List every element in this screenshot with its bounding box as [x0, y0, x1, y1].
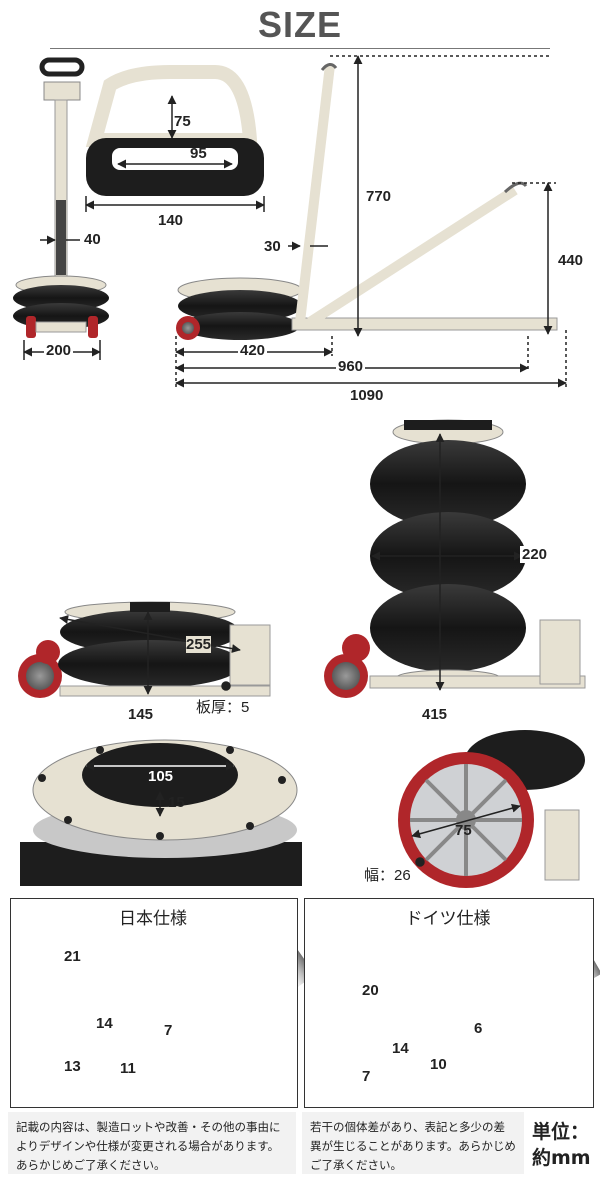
saddle-pad-closeup [20, 739, 302, 886]
dim-de-20: 20 [362, 982, 379, 999]
dimension-lines-pad [85, 761, 235, 817]
dim-jp-11: 11 [120, 1060, 136, 1077]
dim-height-full: 770 [364, 188, 394, 205]
unit-label-line2: 約mm [532, 1147, 591, 1169]
dim-base-width: 200 [44, 342, 74, 359]
dim-de-10: 10 [430, 1056, 447, 1073]
title-divider [50, 48, 550, 49]
dim-wheel-diameter: 75 [455, 822, 472, 839]
dim-wheel-width: 幅：26 [364, 867, 411, 884]
dim-handle-inner-width: 95 [190, 145, 207, 162]
handle-detail [85, 65, 264, 196]
dim-pad-width: 105 [148, 768, 174, 785]
dim-de-14: 14 [392, 1040, 409, 1057]
dim-jp-21: 21 [64, 948, 81, 965]
dim-jp-13: 13 [64, 1058, 81, 1075]
dim-max-height: 415 [422, 706, 448, 723]
dim-pad-height: 15 [168, 794, 185, 811]
dim-disk: 255 [186, 636, 212, 653]
dim-collapsed-height: 145 [128, 706, 154, 723]
extended-jack-view [324, 419, 586, 698]
dim-de-6: 6 [474, 1020, 483, 1037]
spec-title-japan: 日本仕様 [119, 909, 187, 929]
dim-length-1090: 1090 [350, 387, 384, 404]
spec-box-japan [10, 898, 298, 1108]
jack-side-view [176, 63, 558, 340]
spec-title-germany: ドイツ仕様 [405, 909, 491, 929]
dim-length-420: 420 [238, 342, 268, 359]
note-left: 記載の内容は、製造ロットや改善・その他の事由によりデザインや仕様が変更される場合… [8, 1112, 296, 1174]
collapsed-jack-view [18, 601, 271, 698]
dim-plate-thickness: 板厚：5 [196, 699, 250, 716]
small-jack-front-view [13, 57, 109, 338]
dim-handle-width: 140 [158, 212, 184, 229]
dim-de-7: 7 [362, 1068, 371, 1085]
note-right: 若干の個体差があり、表記と多少の差異が生じることがあります。あらかじめご了承くだ… [302, 1112, 524, 1174]
dim-handle-height: 75 [174, 113, 191, 130]
dim-length-960: 960 [336, 358, 366, 375]
wheel-closeup [398, 730, 585, 888]
spec-box-germany [304, 898, 594, 1108]
dimension-lines-extended [371, 433, 523, 691]
page-title: SIZE [257, 4, 342, 45]
dim-height-angled: 440 [556, 252, 586, 269]
unit-label-line1: 単位： [532, 1121, 590, 1143]
dim-extended: 220 [520, 546, 550, 563]
dim-wall: 30 [264, 238, 281, 255]
dim-pole: 40 [84, 231, 101, 248]
dim-jp-7: 7 [164, 1022, 173, 1039]
dimension-lines-wheel [411, 803, 521, 867]
dim-jp-14: 14 [96, 1015, 113, 1032]
